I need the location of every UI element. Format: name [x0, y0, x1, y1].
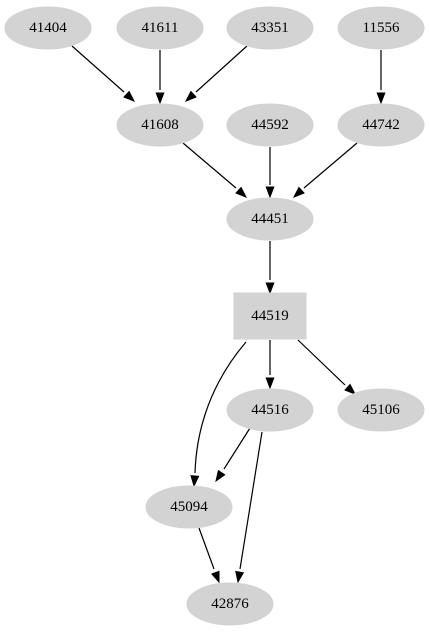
edge-line: [182, 142, 237, 189]
node-label: 44592: [251, 117, 289, 133]
node-ellipse[interactable]: [226, 197, 314, 241]
edge-line: [303, 142, 358, 189]
edge-44519-to-45106: [297, 339, 357, 395]
node-ellipse[interactable]: [337, 103, 425, 147]
node-41608[interactable]: 41608: [116, 103, 204, 147]
edges-layer: [71, 45, 386, 584]
edge-line: [223, 427, 251, 470]
node-45106[interactable]: 45106: [337, 388, 425, 432]
edge-line: [239, 431, 263, 570]
arrowhead: [265, 377, 275, 390]
arrowhead: [376, 92, 386, 105]
nodes-layer: 41404 41611 43351 11556 41608 44592 44742 44451…: [4, 6, 425, 626]
edge-44516-to-42876: [235, 431, 263, 584]
edge-11556-to-44742: [376, 50, 386, 105]
node-label: 44451: [251, 211, 289, 227]
edge-line: [198, 527, 215, 570]
node-label: 41404: [29, 20, 67, 36]
edge-line: [71, 45, 125, 93]
edge-44592-to-44451: [265, 147, 275, 199]
edge-41608-to-44451: [182, 142, 248, 198]
node-ellipse[interactable]: [337, 6, 425, 50]
edge-44519-to-45094: [190, 341, 247, 488]
edge-43351-to-41608: [184, 45, 248, 102]
arrowhead: [292, 186, 305, 198]
node-label: 44519: [251, 308, 289, 324]
arrowhead: [184, 90, 197, 102]
edge-41404-to-41608: [71, 45, 136, 102]
node-45094[interactable]: 45094: [145, 485, 233, 529]
node-11556[interactable]: 11556: [337, 6, 425, 50]
node-44516[interactable]: 44516: [226, 388, 314, 432]
arrowhead: [235, 570, 245, 584]
node-43351[interactable]: 43351: [226, 6, 314, 50]
node-ellipse[interactable]: [116, 103, 204, 147]
node-label: 11556: [363, 20, 400, 36]
node-label: 44742: [362, 117, 400, 133]
node-ellipse[interactable]: [226, 6, 314, 50]
edge-44451-to-44519: [265, 241, 275, 295]
edge-44516-to-45094: [215, 427, 251, 483]
arrowhead: [123, 90, 136, 102]
node-41611[interactable]: 41611: [116, 6, 204, 50]
arrowhead: [211, 570, 220, 584]
node-ellipse[interactable]: [186, 582, 274, 626]
edge-line: [297, 339, 346, 386]
edge-44742-to-44451: [292, 142, 358, 198]
node-label: 41611: [142, 20, 179, 36]
arrowhead: [265, 282, 275, 295]
node-label: 41608: [141, 117, 179, 133]
node-44742[interactable]: 44742: [337, 103, 425, 147]
node-label: 44516: [251, 402, 289, 418]
node-label: 43351: [251, 20, 289, 36]
arrowhead: [344, 383, 357, 395]
edge-line: [194, 341, 247, 474]
node-44519[interactable]: 44519: [233, 292, 307, 340]
node-44451[interactable]: 44451: [226, 197, 314, 241]
edge-line: [195, 45, 248, 93]
node-label: 42876: [211, 596, 249, 612]
node-label: 45094: [170, 499, 208, 515]
edge-41611-to-41608: [155, 50, 165, 105]
arrowhead: [235, 186, 248, 198]
arrowhead: [265, 186, 275, 199]
node-41404[interactable]: 41404: [4, 6, 92, 50]
arrowhead: [155, 92, 165, 105]
node-ellipse[interactable]: [226, 103, 314, 147]
edge-45094-to-42876: [198, 527, 220, 584]
node-label: 45106: [362, 402, 400, 418]
edge-44519-to-44516: [265, 340, 275, 390]
node-ellipse[interactable]: [4, 6, 92, 50]
node-ellipse[interactable]: [145, 485, 233, 529]
node-box[interactable]: [233, 292, 307, 340]
node-44592[interactable]: 44592: [226, 103, 314, 147]
node-ellipse[interactable]: [116, 6, 204, 50]
node-ellipse[interactable]: [337, 388, 425, 432]
arrowhead: [215, 469, 226, 483]
node-ellipse[interactable]: [226, 388, 314, 432]
arrowhead: [190, 475, 200, 488]
node-42876[interactable]: 42876: [186, 582, 274, 626]
